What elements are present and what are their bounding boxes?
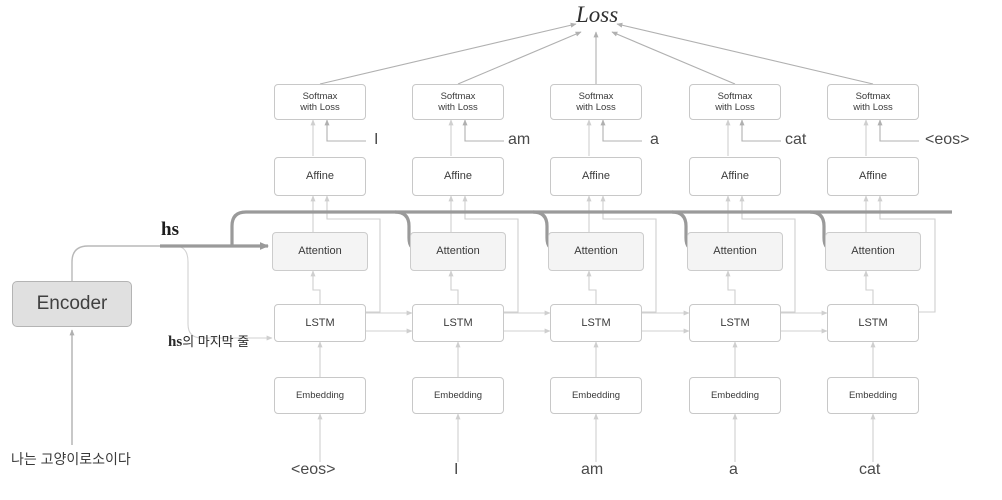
input-token-2: I [454,461,459,478]
attention-label-3: Attention [574,245,618,258]
hs-last-row-label: hs의 마지막 줄 [168,334,250,350]
teacher-label-2: am [508,131,531,148]
affine-label-3: Affine [582,170,610,183]
encoder-box[interactable]: Encoder [12,281,132,327]
lstm-label-4: LSTM [720,316,750,329]
softmax-label-4: Softmax with Loss [715,90,755,113]
affine-box-4[interactable]: Affine [689,157,781,196]
embedding-label-2: Embedding [433,389,483,401]
affine-box-5[interactable]: Affine [827,157,919,196]
teacher-label-5: <eos> [925,131,970,148]
affine-box-1[interactable]: Affine [274,157,366,196]
attention-box-2[interactable]: Attention [410,232,506,271]
lstm-box-4[interactable]: LSTM [689,304,781,342]
teacher-label-1: I [374,131,379,148]
affine-box-2[interactable]: Affine [412,157,504,196]
affine-label-4: Affine [721,170,749,183]
embedding-label-5: Embedding [848,389,898,401]
lstm-label-3: LSTM [581,316,611,329]
lstm-box-3[interactable]: LSTM [550,304,642,342]
input-token-4: a [729,461,738,478]
attention-label-2: Attention [436,245,480,258]
embedding-box-4[interactable]: Embedding [689,377,781,414]
affine-box-3[interactable]: Affine [550,157,642,196]
softmax-label-5: Softmax with Loss [853,90,893,113]
input-token-1: <eos> [291,461,336,478]
encoder-label: Encoder [36,292,108,314]
affine-label-5: Affine [859,170,887,183]
lstm-box-1[interactable]: LSTM [274,304,366,342]
softmax-label-3: Softmax with Loss [576,90,616,113]
embedding-box-1[interactable]: Embedding [274,377,366,414]
loss-label: Loss [576,2,619,27]
softmax-with-loss-box-4[interactable]: Softmax with Loss [689,84,781,120]
encoder-input-text: 나는 고양이로소이다 [11,451,131,467]
attention-label-5: Attention [851,245,895,258]
lstm-label-1: LSTM [305,316,335,329]
input-token-3: am [581,461,604,478]
teacher-label-4: cat [785,131,807,148]
teacher-label-3: a [650,131,659,148]
attention-box-3[interactable]: Attention [548,232,644,271]
lstm-box-5[interactable]: LSTM [827,304,919,342]
embedding-label-1: Embedding [295,389,345,401]
attention-box-5[interactable]: Attention [825,232,921,271]
softmax-label-1: Softmax with Loss [300,90,340,113]
attention-label-1: Attention [298,245,342,258]
lstm-box-2[interactable]: LSTM [412,304,504,342]
softmax-with-loss-box-2[interactable]: Softmax with Loss [412,84,504,120]
softmax-with-loss-box-1[interactable]: Softmax with Loss [274,84,366,120]
embedding-box-2[interactable]: Embedding [412,377,504,414]
affine-label-1: Affine [306,170,334,183]
softmax-with-loss-box-5[interactable]: Softmax with Loss [827,84,919,120]
softmax-label-2: Softmax with Loss [438,90,478,113]
embedding-label-3: Embedding [571,389,621,401]
lstm-label-2: LSTM [443,316,473,329]
embedding-box-5[interactable]: Embedding [827,377,919,414]
hs-label: hs [161,219,179,240]
lstm-label-5: LSTM [858,316,888,329]
attention-box-4[interactable]: Attention [687,232,783,271]
input-token-5: cat [859,461,881,478]
softmax-with-loss-box-3[interactable]: Softmax with Loss [550,84,642,120]
affine-label-2: Affine [444,170,472,183]
attention-label-4: Attention [713,245,757,258]
attention-box-1[interactable]: Attention [272,232,368,271]
embedding-box-3[interactable]: Embedding [550,377,642,414]
embedding-label-4: Embedding [710,389,760,401]
